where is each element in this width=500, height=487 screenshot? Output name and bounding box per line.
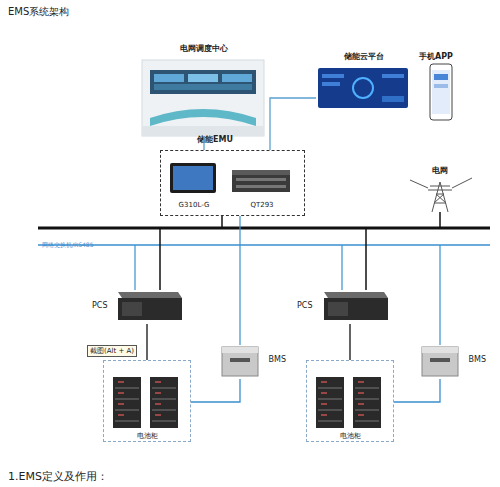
- phone-screen: [432, 70, 450, 114]
- section-heading: 1.EMS定义及作用：: [8, 471, 108, 484]
- screenshot-tooltip: 截图(Alt + A): [87, 345, 137, 357]
- power-bus: [38, 227, 490, 230]
- data-link: [203, 136, 204, 150]
- pcs-panel: [328, 302, 348, 316]
- floor: [142, 126, 264, 136]
- battery-cabinet-label: 电池柜: [104, 433, 190, 440]
- gateway-top: [232, 170, 290, 175]
- screen-wall: [150, 70, 256, 94]
- battery-rack: [150, 377, 178, 428]
- dashboard-bar: [322, 74, 344, 78]
- pcs-top: [118, 292, 182, 298]
- dispatch-center-label: 电网调度中心: [140, 44, 268, 53]
- screen: [222, 74, 252, 82]
- battery-modules: [318, 388, 379, 421]
- network-wire: [239, 216, 240, 245]
- phone-body: [430, 64, 452, 120]
- power-grid: 电网: [415, 166, 465, 214]
- power-link: [146, 324, 147, 360]
- dashboard-bar: [322, 82, 340, 86]
- data-link: [270, 98, 316, 150]
- dashboard-gauge: [353, 78, 373, 98]
- network-wire: [341, 245, 342, 290]
- network-wire: [239, 245, 240, 345]
- hmi-panel: [170, 163, 216, 193]
- pcs-unit: PCS: [88, 290, 182, 324]
- power-wire: [221, 216, 223, 228]
- emu-group: 储能EMUG310L-GQT293: [160, 150, 305, 216]
- dispatch-center: 电网调度中心: [140, 44, 268, 136]
- power-wire: [439, 212, 441, 228]
- terminal-row: [236, 185, 286, 188]
- screen: [188, 74, 218, 82]
- power-wire: [365, 228, 367, 290]
- mobile-app-label: 手机APP: [414, 52, 458, 61]
- network-bus: [38, 244, 490, 246]
- emu-group-label: 储能EMU: [197, 135, 233, 144]
- battery-cabinet-label: 电池柜: [307, 433, 393, 440]
- pcs-device: [324, 298, 388, 320]
- terminal-row: [236, 178, 286, 181]
- control-room: [142, 60, 264, 136]
- console-desk: [150, 109, 256, 126]
- gateway-device: QT293: [229, 166, 295, 211]
- data-link: [394, 379, 440, 402]
- power-tower: [410, 178, 472, 212]
- dashboard-bar: [382, 96, 404, 102]
- phone-widget: [434, 84, 448, 88]
- gateway-device-label: QT293: [229, 201, 295, 209]
- cloud-platform-label: 储能云平台: [316, 52, 412, 61]
- bus-label: 网络交换机/RS485: [42, 242, 93, 249]
- pcs-top: [324, 292, 388, 298]
- battery-rack: [316, 377, 344, 428]
- battery-cabinet: 电池柜: [103, 360, 191, 442]
- hmi-device: G310L-G: [167, 161, 221, 211]
- battery-rack: [113, 377, 141, 428]
- bms-plate: [230, 358, 250, 362]
- diagram-title: EMS系统架构: [8, 6, 69, 18]
- bms-plate: [430, 358, 450, 362]
- pcs-unit-label: PCS: [297, 301, 313, 310]
- battery-indicators: [118, 382, 161, 415]
- network-wire: [134, 245, 135, 290]
- bms-device: [222, 347, 258, 376]
- battery-cabinet: 电池柜: [306, 360, 394, 442]
- bms-unit: BMS: [220, 343, 286, 379]
- bms-unit-label: BMS: [469, 355, 486, 364]
- screen: [154, 74, 184, 82]
- mobile-app: 手机APP: [414, 50, 458, 122]
- power-grid-label: 电网: [415, 166, 465, 175]
- battery-indicators: [321, 382, 364, 415]
- network-wire: [439, 245, 440, 345]
- gateway-device: [232, 170, 290, 192]
- pcs-panel: [122, 302, 142, 316]
- pcs-unit-label: PCS: [92, 301, 108, 310]
- battery-modules: [115, 388, 176, 421]
- pcs-unit: PCS: [293, 290, 387, 324]
- battery-rack: [353, 377, 381, 428]
- power-wire: [159, 228, 161, 290]
- pcs-device: [118, 298, 182, 320]
- bms-unit: BMS: [420, 343, 486, 379]
- bms-unit-label: BMS: [269, 355, 286, 364]
- data-link: [191, 379, 240, 402]
- cloud-platform: 储能云平台: [316, 50, 412, 110]
- dashboard-bar: [382, 74, 404, 78]
- bms-top: [222, 347, 258, 353]
- hmi-screen: [173, 166, 213, 190]
- phone-widget: [434, 74, 448, 80]
- screen: [154, 84, 252, 90]
- cloud-dashboard: [318, 68, 408, 108]
- power-link: [349, 324, 350, 360]
- hmi-device-label: G310L-G: [167, 201, 221, 209]
- bms-device: [422, 347, 458, 376]
- bms-top: [422, 347, 458, 353]
